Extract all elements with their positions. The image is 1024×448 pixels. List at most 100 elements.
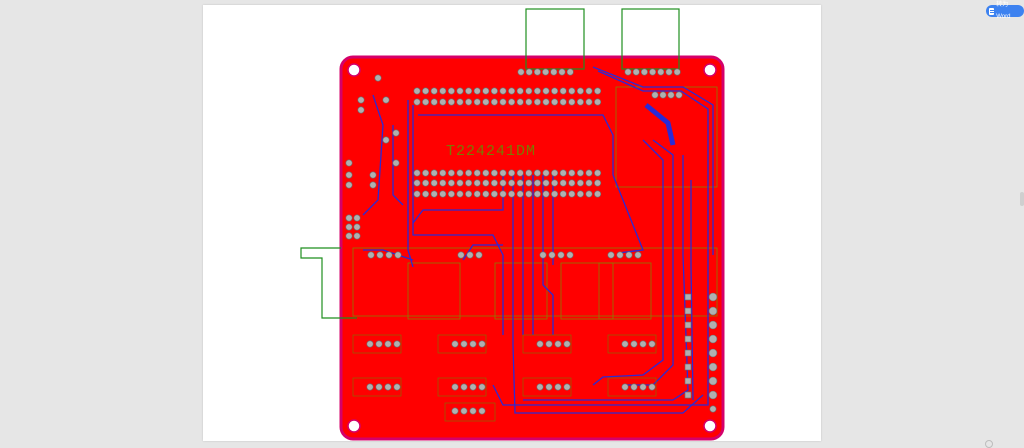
pad (490, 169, 498, 177)
silkscreen-label: T224241DM (446, 143, 536, 160)
pad-array (345, 68, 718, 415)
pad (545, 383, 553, 391)
pad (460, 407, 468, 415)
pad (439, 98, 447, 106)
pad (649, 68, 657, 76)
square-pad (684, 335, 692, 343)
pad (456, 98, 464, 106)
pad (648, 340, 656, 348)
pad (648, 383, 656, 391)
pad (568, 190, 576, 198)
pad (708, 334, 718, 344)
pad (392, 159, 400, 167)
pad (456, 179, 464, 187)
square-pad (684, 391, 692, 399)
pad (422, 169, 430, 177)
pad (469, 340, 477, 348)
convert-to-word-label: 转为Word (996, 2, 1011, 20)
pad (357, 96, 365, 104)
pad (374, 74, 382, 82)
pad (482, 169, 490, 177)
pad (369, 171, 377, 179)
pad (447, 98, 455, 106)
pad (430, 169, 438, 177)
pad (533, 98, 541, 106)
pad (594, 190, 602, 198)
pad (473, 190, 481, 198)
pad (422, 87, 430, 95)
pad (665, 68, 673, 76)
pad (630, 383, 638, 391)
pad (469, 407, 477, 415)
pad (542, 87, 550, 95)
pad (447, 179, 455, 187)
pad (525, 87, 533, 95)
pad (625, 251, 633, 259)
pad (499, 179, 507, 187)
pad (482, 190, 490, 198)
pad (542, 179, 550, 187)
scrollbar-handle[interactable] (1020, 192, 1024, 206)
pad (566, 251, 574, 259)
pad (439, 169, 447, 177)
pad (709, 405, 717, 413)
pad (566, 68, 574, 76)
pad (576, 87, 584, 95)
square-pad (684, 377, 692, 385)
convert-to-word-button[interactable]: 转为Word (986, 2, 1024, 20)
pad (539, 251, 547, 259)
pad (375, 340, 383, 348)
pad (657, 68, 665, 76)
square-pad (684, 363, 692, 371)
pad (533, 169, 541, 177)
pad (482, 87, 490, 95)
pad (508, 190, 516, 198)
pad (551, 87, 559, 95)
document-page: T224241DM (203, 5, 821, 441)
pad (550, 68, 558, 76)
pad (585, 98, 593, 106)
pad (422, 190, 430, 198)
pad (353, 223, 361, 231)
pad (708, 292, 718, 302)
pad (621, 383, 629, 391)
pad (667, 91, 675, 99)
pad (353, 232, 361, 240)
pad (384, 340, 392, 348)
pad (576, 190, 584, 198)
mounting-holes (347, 63, 717, 433)
pad (392, 129, 400, 137)
pad (439, 179, 447, 187)
pad (451, 383, 459, 391)
pad (456, 87, 464, 95)
pad (551, 169, 559, 177)
pad (639, 340, 647, 348)
pad (568, 179, 576, 187)
pad (422, 179, 430, 187)
pad (439, 87, 447, 95)
pad (482, 98, 490, 106)
pad (536, 340, 544, 348)
pad (533, 68, 541, 76)
square-pad (684, 293, 692, 301)
pad (508, 179, 516, 187)
pad (708, 390, 718, 400)
pad (465, 179, 473, 187)
pad (457, 251, 465, 259)
pad (430, 98, 438, 106)
square-pad (684, 349, 692, 357)
pad (478, 383, 486, 391)
pad (413, 179, 421, 187)
pad (473, 98, 481, 106)
pad (542, 169, 550, 177)
pad (563, 383, 571, 391)
pad (525, 190, 533, 198)
pad (525, 98, 533, 106)
pad (640, 68, 648, 76)
pad (466, 251, 474, 259)
pad (376, 251, 384, 259)
pad (568, 87, 576, 95)
pad (447, 190, 455, 198)
pad (594, 87, 602, 95)
pad (568, 98, 576, 106)
